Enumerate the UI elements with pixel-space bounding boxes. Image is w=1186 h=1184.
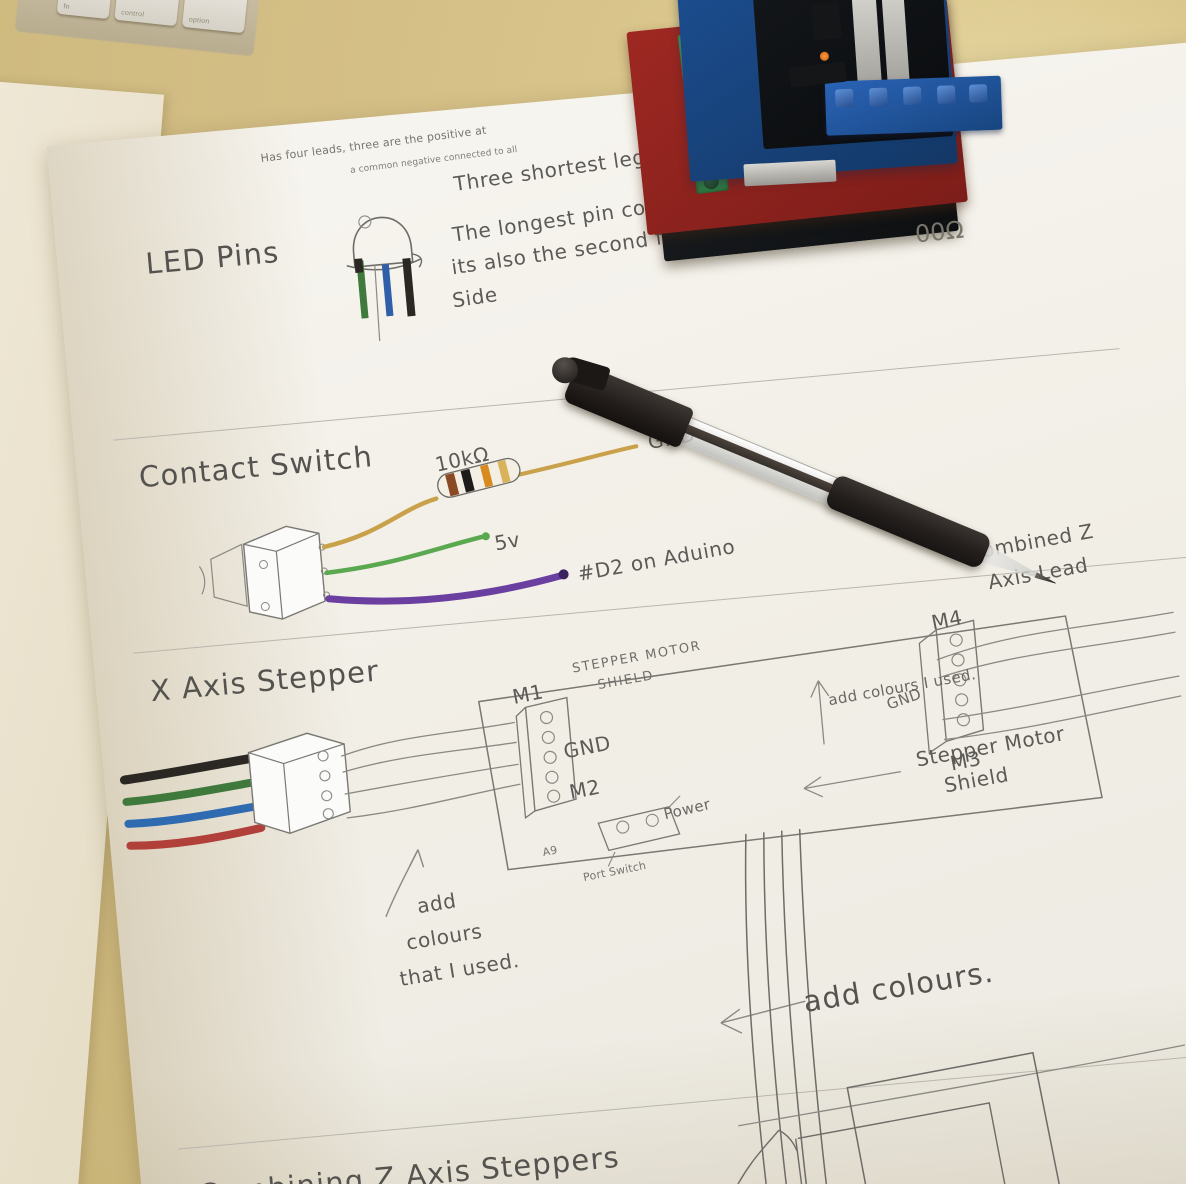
ohm-value-label: 00Ω: [913, 215, 966, 249]
arrow-add-colours-middle: [720, 1000, 806, 1034]
stepper-motor-shield-box: [477, 615, 1103, 871]
stepper-motor-connector-drawing: [119, 732, 351, 850]
pencil-ink-layer: Has four leads, three are the positive a…: [47, 42, 1186, 1184]
led-note-right-4: Side: [450, 282, 500, 313]
key-label: option: [188, 16, 210, 26]
combined-z-lead-wires: [936, 611, 1182, 741]
key-label: control: [120, 9, 145, 19]
annotation-colours: colours: [404, 918, 484, 955]
key-label: fn: [63, 3, 71, 11]
section-title-led-pins: LED Pins: [144, 234, 281, 281]
annotation-that-i-used: that I used.: [397, 947, 522, 991]
five-volt-label: 5v: [492, 527, 523, 556]
arrow-add-colours-left: [385, 849, 425, 918]
arrow-add-colours-i-used: [810, 680, 830, 745]
pen-tip-cone: [978, 543, 1043, 585]
section-title-combining-z: Combining Z Axis Steppers: [196, 1139, 622, 1184]
pen-nib: [1034, 572, 1057, 586]
vertical-wire-bundle: [744, 828, 834, 1184]
led-drawing: [346, 215, 423, 342]
stepper-wire-bundle-left: [340, 721, 521, 819]
driver-chip-1: [810, 1, 843, 41]
combining-z-diagram: [731, 1044, 1185, 1184]
notebook-right-page: Has four leads, three are the positive a…: [46, 42, 1186, 1184]
contact-switch-drawing: [198, 444, 639, 620]
arrow-stepper-motor-shield: [803, 770, 901, 798]
blue-screw-terminal: [824, 75, 1003, 136]
